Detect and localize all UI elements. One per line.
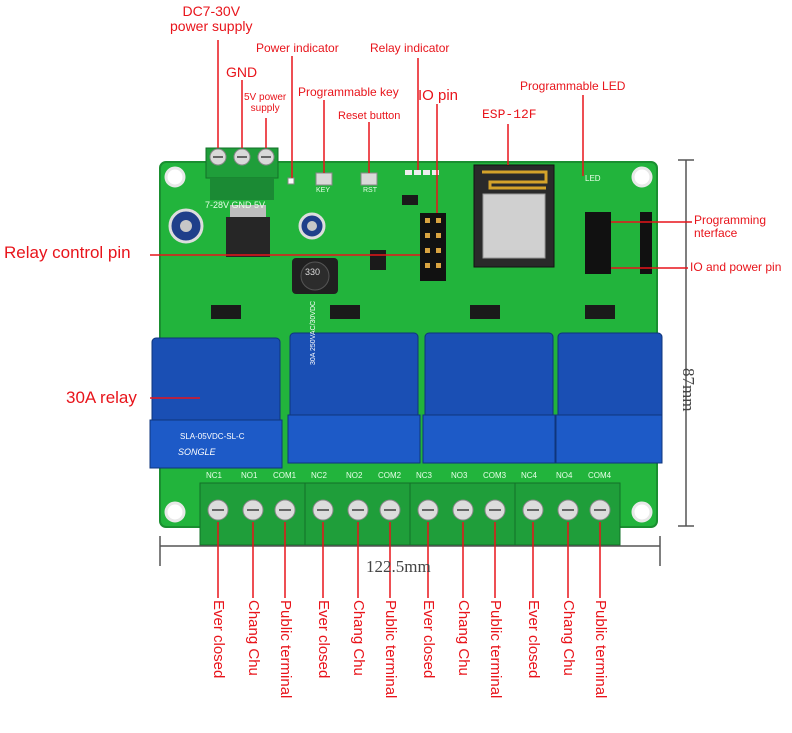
silk-power-label: 7-28V GND 5V (205, 200, 266, 210)
width-dimension-line (159, 536, 661, 566)
power-led (287, 177, 295, 185)
terminal-leader-lines (217, 522, 601, 598)
esp12f-module (473, 164, 555, 268)
mount-hole (164, 501, 186, 523)
capacitor (298, 212, 326, 240)
terminal-label: Ever closed (525, 600, 542, 679)
leader-lines (150, 40, 692, 399)
relay-3 (422, 332, 556, 464)
relay-rating-label: 30A 250VAC/30VDC (310, 300, 317, 365)
output-terminal-block (199, 482, 621, 546)
programmable-led-label: Programmable LED (520, 79, 626, 93)
power-indicator-label: Power indicator (256, 41, 339, 55)
relay-indicator-leds (405, 170, 439, 175)
height-dimension-line (678, 159, 694, 527)
relay-indicator-label: Relay indicator (370, 41, 450, 55)
relay-2 (287, 332, 421, 464)
terminal-label: Ever closed (420, 600, 437, 679)
terminal-silk-label: COM3 (483, 471, 507, 480)
silk-key-label: KEY (316, 187, 331, 194)
gnd-label: GND (226, 64, 258, 80)
dc-supply-label: DC7-30V power supply (170, 3, 253, 35)
mount-hole (164, 166, 186, 188)
voltage-regulator (226, 205, 270, 257)
relay-1 (149, 337, 283, 469)
reset-button (360, 172, 378, 186)
terminal-silk-label: NC2 (311, 471, 328, 480)
programming-header (585, 212, 652, 274)
terminal-label: Ever closed (210, 600, 227, 679)
relay-control-header (420, 213, 446, 281)
power-terminal-block (205, 147, 279, 200)
terminal-label: Public terminal (382, 600, 399, 699)
terminal-label: Chang Chu (455, 600, 472, 676)
esp12f-label: ESP-12F (482, 107, 537, 122)
terminal-screws (207, 499, 611, 521)
inductor-label: 330 (305, 267, 321, 277)
terminal-label: Ever closed (315, 600, 332, 679)
five-v-supply-label: 5V power supply (244, 92, 287, 114)
terminal-label: Chang Chu (350, 600, 367, 676)
inductor (292, 258, 338, 294)
terminal-silk-label: COM1 (273, 471, 297, 480)
terminal-silk-label: NC4 (521, 471, 538, 480)
relay-4 (555, 332, 663, 464)
terminal-silk-label: NO1 (241, 471, 258, 480)
terminal-label: Public terminal (277, 600, 294, 699)
terminal-label: Chang Chu (560, 600, 577, 676)
relay-model-label: SLA-05VDC-SL-C (180, 432, 245, 441)
programming-interface-label: Programming nterface (694, 213, 767, 241)
silk-rst-label: RST (363, 187, 377, 194)
width-dimension-label: 122.5mm (366, 557, 431, 576)
mount-hole (631, 166, 653, 188)
terminal-silk-label: COM2 (378, 471, 402, 480)
terminal-silk-label: NC3 (416, 471, 433, 480)
relay-brand-label: SONGLE (178, 447, 216, 457)
terminal-silk-label: COM4 (588, 471, 612, 480)
relay-30a-label: 30A relay (66, 388, 137, 407)
capacitor (168, 208, 204, 244)
height-dimension-label: 87mm (679, 368, 698, 412)
terminal-label: Chang Chu (245, 600, 262, 676)
terminal-label: Public terminal (592, 600, 609, 699)
io-power-pin-label: IO and power pin (690, 260, 782, 274)
terminal-label: Public terminal (487, 600, 504, 699)
relay-control-pin-label: Relay control pin (4, 243, 131, 262)
terminal-silk-label: NO2 (346, 471, 363, 480)
io-pin-label: IO pin (418, 87, 459, 104)
mount-hole (631, 501, 653, 523)
terminal-silk-label: NO4 (556, 471, 573, 480)
programmable-key-label: Programmable key (298, 85, 399, 99)
terminal-silk-label: NO3 (451, 471, 468, 480)
terminal-silk-label: NC1 (206, 471, 223, 480)
programmable-key-button (315, 172, 333, 186)
silk-led-label: LED (585, 174, 601, 183)
reset-button-label: Reset button (338, 110, 401, 122)
